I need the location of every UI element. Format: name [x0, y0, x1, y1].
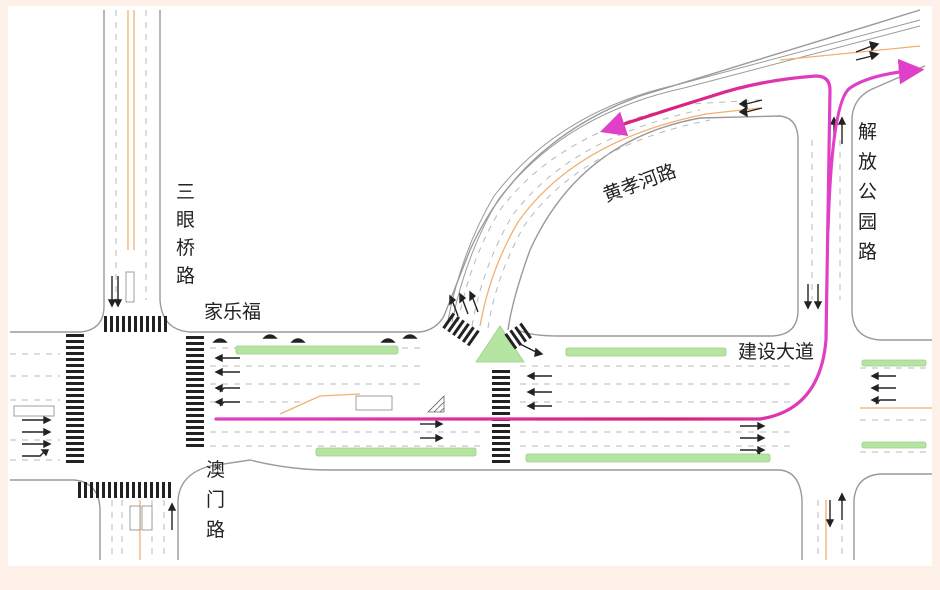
curb-jiefang-south	[853, 473, 932, 560]
curb-jiefang-east	[851, 120, 932, 341]
curb-huangxiaohe-inner	[507, 115, 799, 337]
median-jianshe-east	[565, 347, 727, 357]
arrows-jialefu	[214, 353, 444, 443]
crosswalk-aomen	[78, 482, 171, 498]
arrows-middle-west	[526, 371, 552, 411]
lane-arrows	[22, 41, 896, 530]
crosswalk-west	[66, 334, 84, 463]
map-canvas	[8, 6, 932, 566]
north-main-road-edges	[447, 19, 921, 323]
median-east-bottom	[861, 441, 927, 449]
crosswalk-huangxiaohe-west	[442, 312, 480, 347]
label-sanyanqiao: 三 眼 桥 路	[176, 181, 201, 287]
arrows-top-right	[738, 41, 880, 118]
route-line-branch	[826, 58, 925, 232]
arrows-sanyanqiao	[107, 276, 123, 308]
crosswalk-jialefu	[186, 336, 204, 447]
label-aomen: 澳 门 路	[206, 459, 231, 541]
label-jianshe: 建设大道	[738, 341, 814, 363]
sign-boxes	[13, 271, 393, 531]
arrows-east-end	[740, 421, 766, 455]
label-jialefu: 家乐福	[204, 301, 261, 323]
crosswalks	[66, 312, 532, 498]
crosswalk-huangxiaohe-east	[504, 322, 532, 350]
road-labels: 三 眼 桥 路 家乐福 黄孝河路 解 放 公 园 路 建设大道 澳 门 路	[176, 121, 883, 541]
crosswalk-sanyanqiao-north	[104, 316, 167, 332]
median-east-top	[861, 359, 927, 367]
route-path	[214, 58, 925, 421]
median-jialefu	[235, 345, 399, 355]
hatched-island	[427, 395, 445, 413]
arrows-jiefang	[167, 116, 847, 530]
median-south-west	[315, 447, 477, 457]
arrows-huangxiaohe	[449, 290, 544, 357]
label-jiefang: 解 放 公 园 路	[858, 121, 883, 263]
route-line-main	[214, 74, 832, 421]
arrows-west-approach	[22, 415, 52, 457]
curb-north-main	[159, 9, 921, 333]
curbs	[10, 9, 932, 560]
curb-south-main	[177, 459, 803, 560]
arrows-east-side	[870, 371, 896, 405]
curb-jiefang-east-top	[851, 65, 926, 121]
crosswalk-middle	[492, 370, 510, 463]
lane-lines	[10, 10, 932, 560]
curb-sanyanqiao-west	[10, 10, 105, 333]
median-south-east	[525, 453, 771, 463]
arrows-jialefu-top	[212, 334, 418, 343]
